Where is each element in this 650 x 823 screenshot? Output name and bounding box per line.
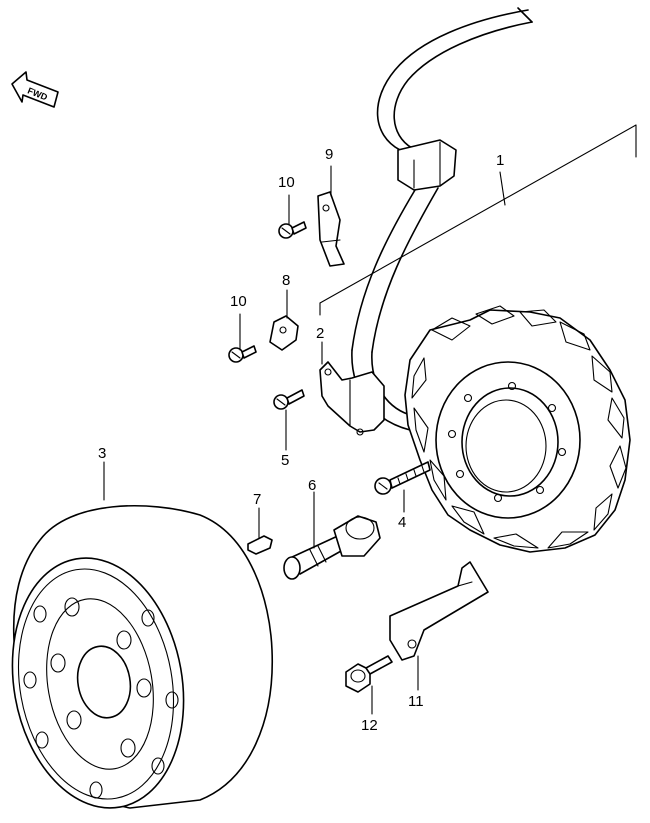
flywheel-rotor xyxy=(11,505,274,809)
bolt-12 xyxy=(345,655,393,693)
stator-bracket xyxy=(319,361,385,436)
callout-12: 12 xyxy=(361,717,378,734)
woodruff-key xyxy=(247,535,273,555)
callout-4: 4 xyxy=(398,514,406,531)
screw-lower xyxy=(228,345,257,363)
clip-nut xyxy=(269,315,299,351)
rotor-bolt xyxy=(283,515,381,580)
stator-coil xyxy=(404,305,631,553)
callout-6: 6 xyxy=(308,477,316,494)
callout-8: 8 xyxy=(282,272,290,289)
callout-1: 1 xyxy=(496,152,504,169)
stator-leader xyxy=(319,124,637,316)
callout-2: 2 xyxy=(316,325,324,342)
callout-3: 3 xyxy=(98,445,106,462)
fwd-arrow: FWD xyxy=(11,71,59,108)
callout-10-lower: 10 xyxy=(230,293,247,310)
callout-7: 7 xyxy=(253,491,261,508)
callout-5: 5 xyxy=(281,452,289,469)
leader-lines xyxy=(103,165,419,715)
wire-clamp xyxy=(317,191,345,267)
callout-labels: 1 2 3 4 5 6 7 8 9 10 10 11 12 xyxy=(98,146,504,734)
callout-10-upper: 10 xyxy=(278,174,295,191)
cover-plate xyxy=(389,561,489,661)
callout-9: 9 xyxy=(325,146,333,163)
screw-5 xyxy=(273,389,305,410)
screw-4 xyxy=(374,461,431,495)
callout-11: 11 xyxy=(408,693,424,710)
screw-upper xyxy=(278,221,307,239)
